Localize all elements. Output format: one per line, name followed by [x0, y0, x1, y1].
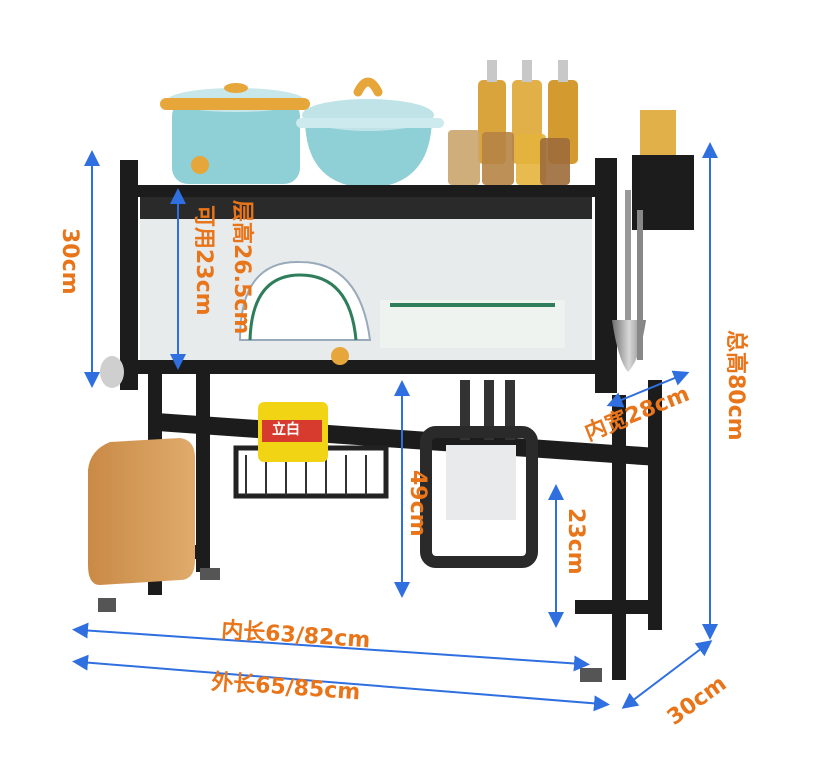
label-top-tier-height: 30cm [57, 228, 82, 295]
dim-line-depth [621, 640, 713, 709]
upper-cabinet [120, 158, 617, 393]
label-layer-height: 层高26.5cm [229, 200, 254, 335]
label-total-height: 总高80cm [723, 330, 748, 441]
dim-line-outer-length [72, 654, 610, 712]
dish-plates [238, 260, 565, 348]
dim-line-inner-width [606, 370, 690, 408]
spice-jars [448, 130, 570, 185]
knife-holder [420, 380, 538, 568]
dimension-lines [72, 142, 718, 712]
blue-stock-pot [160, 83, 310, 184]
utensil-holder [612, 110, 694, 372]
cutting-board [88, 438, 195, 585]
label-usable-height: 可用23cm [191, 205, 216, 316]
label-under-clearance: 49cm [405, 470, 430, 537]
hanging-basket [233, 402, 389, 499]
label-side-clearance: 23cm [563, 508, 588, 575]
spoon-left [100, 356, 124, 388]
label-detergent-brand: 立白 [272, 422, 300, 438]
blue-casserole-pot [296, 77, 444, 188]
